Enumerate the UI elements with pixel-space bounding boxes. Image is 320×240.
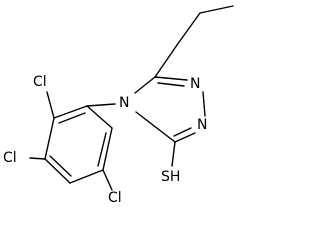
bond-ring-c2-c3-inner: [97, 132, 107, 167]
bond-ring-cl-para: [29, 157, 46, 160]
bond-ring-c4-c5: [44, 158, 71, 184]
atom-n2-label: N: [197, 117, 207, 133]
bond-ring-c2-c3: [102, 127, 113, 171]
atom-cl-meta-label: Cl: [33, 74, 47, 90]
bond-c5-n1-double: [157, 82, 185, 87]
bond-ring-c5-c6: [44, 117, 55, 160]
bond-propyl-3: [154, 44, 178, 78]
atom-n4-label: N: [119, 95, 129, 111]
bond-ring-cl-ortho: [102, 169, 113, 191]
bond-n2-c3: [174, 132, 196, 143]
bond-ring-c3-c4: [69, 169, 104, 184]
molecule-drawing: N N N SH Cl Cl Cl: [3, 5, 234, 206]
bond-c5-n1: [154, 76, 188, 81]
bond-ring-c6-c1: [53, 105, 88, 119]
bond-n4-aryl: [86, 103, 116, 107]
bond-n2-c3-double: [173, 127, 192, 137]
atom-cl-ortho-label: Cl: [108, 190, 122, 206]
atom-n1-label: N: [190, 76, 200, 92]
bond-propyl-2: [176, 12, 201, 46]
bond-ring-c6-c1-inner: [58, 112, 86, 124]
bond-c3-n4: [135, 111, 176, 143]
bond-n1-n2: [202, 91, 206, 117]
bond-ring-c1-c2: [86, 105, 113, 129]
bond-propyl-1: [199, 5, 234, 14]
bond-ring-c4-c5-inner: [49, 155, 72, 177]
atom-cl-para-label: Cl: [3, 150, 17, 166]
bond-c3-sh: [171, 141, 176, 167]
bond-ring-cl-meta: [46, 91, 55, 119]
bond-c5-n4: [134, 76, 156, 94]
structure-diagram: N N N SH Cl Cl Cl: [3, 5, 234, 206]
atom-sh-label: SH: [161, 169, 180, 185]
